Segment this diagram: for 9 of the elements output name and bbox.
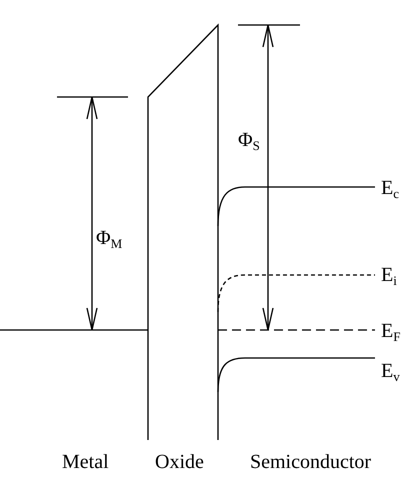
region-label: Oxide — [155, 452, 204, 472]
region-label: Semiconductor — [250, 452, 372, 472]
band-label: E$_{c}$ — [381, 178, 399, 198]
band-label: E$_{i}$ — [381, 265, 397, 285]
region-label: Metal — [62, 452, 109, 472]
band-label: E$_{F}$ — [381, 321, 400, 341]
band-label: E$_{v}$ — [381, 361, 400, 381]
energy-symbol: Φ$_{S}$ — [238, 130, 260, 150]
energy-symbol: Φ$_{M}$ — [96, 228, 122, 248]
